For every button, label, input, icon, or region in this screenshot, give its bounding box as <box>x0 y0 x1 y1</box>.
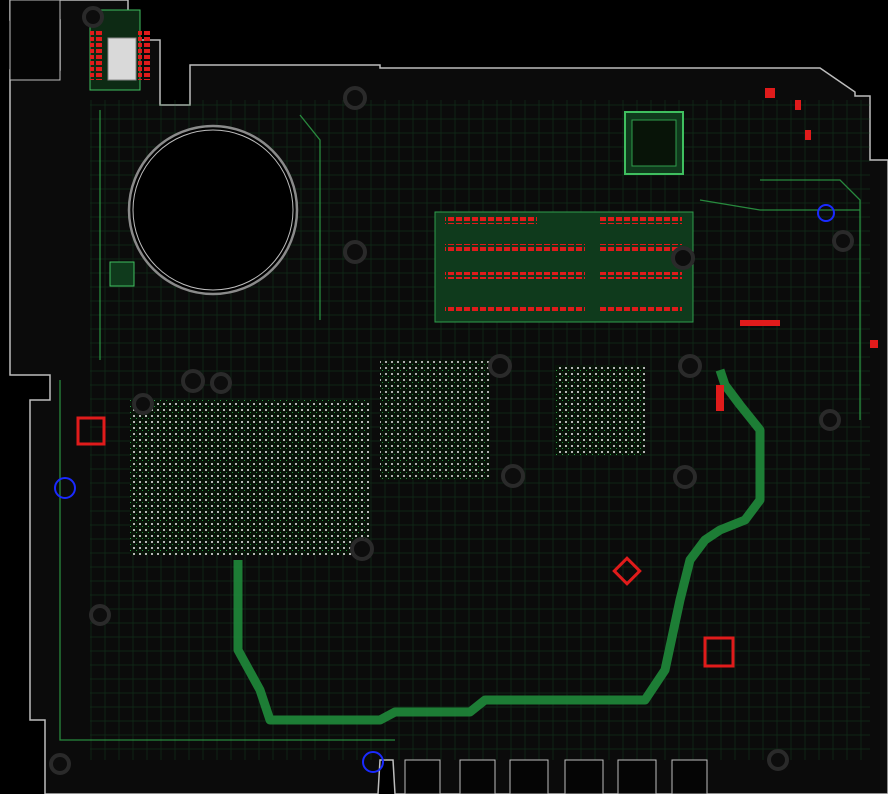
bga-region-left <box>130 400 370 555</box>
top-right-ic <box>624 111 684 175</box>
mounting-hole-icon <box>49 6 854 775</box>
battery-socket-icon <box>127 124 299 296</box>
power-trace <box>233 368 765 725</box>
edge-traces <box>59 110 861 741</box>
fiducial-icon <box>54 204 835 773</box>
bga-region-right <box>555 365 645 455</box>
bottom-connectors <box>404 759 708 794</box>
top-left-connector <box>9 0 152 91</box>
red-diamond <box>612 556 642 586</box>
memory-array <box>434 211 694 323</box>
right-red-components <box>716 88 878 411</box>
red-ic-left <box>76 416 106 446</box>
red-ic-right <box>703 636 735 668</box>
bga-region-center <box>380 360 490 480</box>
small-ic-left <box>109 261 135 287</box>
